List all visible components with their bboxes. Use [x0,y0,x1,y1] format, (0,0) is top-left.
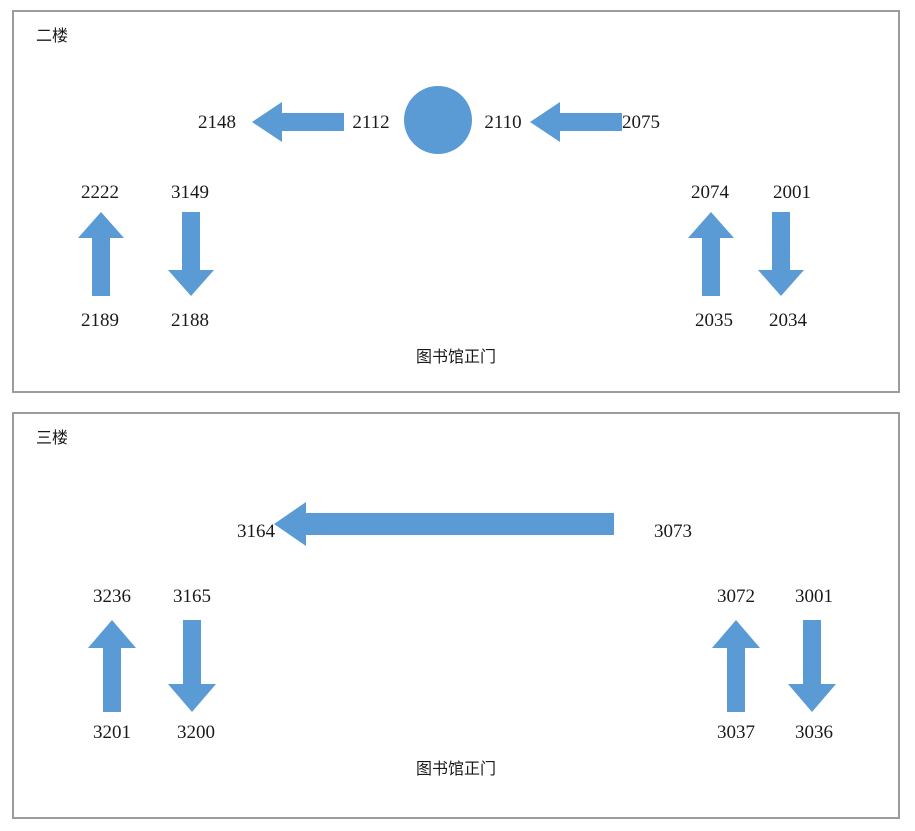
floor-title-third: 三楼 [36,428,69,447]
floor-panel-third: 三楼 3164 3073 3236 3201 3165 3200 [12,412,900,819]
down-arrow-3149-to-2188-icon [166,212,216,296]
room-label-3165: 3165 [173,586,211,607]
room-label-2148: 2148 [198,112,236,133]
entrance-label-third: 图书馆正门 [415,759,496,778]
room-label-3149: 3149 [171,182,209,203]
room-label-2112: 2112 [352,112,390,133]
down-arrow-3165-to-3200-icon [166,620,218,712]
room-label-3236: 3236 [93,586,131,607]
floor-title-second: 二楼 [36,26,69,45]
room-label-2074: 2074 [691,182,729,203]
up-arrow-3201-to-3236-icon [86,620,138,712]
room-label-3036: 3036 [795,722,833,743]
room-label-2035: 2035 [695,310,733,331]
room-label-2110: 2110 [484,112,522,133]
left-arrow-2112-to-2148-icon [252,100,344,144]
floor-panel-second: 二楼 2148 2112 2110 2075 [12,10,900,393]
room-label-2222: 2222 [81,182,119,203]
up-arrow-2035-to-2074-icon [686,212,736,296]
left-arrow-3073-to-3164-icon [274,500,614,548]
room-label-2075: 2075 [622,112,660,133]
up-arrow-3037-to-3072-icon [710,620,762,712]
hub-circle-icon [404,86,472,154]
room-label-3073: 3073 [654,521,692,542]
room-label-3037: 3037 [717,722,755,743]
room-label-2034: 2034 [769,310,807,331]
room-label-3001: 3001 [795,586,833,607]
up-arrow-2189-to-2222-icon [76,212,126,296]
room-label-2188: 2188 [171,310,209,331]
down-arrow-2001-to-2034-icon [756,212,806,296]
room-label-3200: 3200 [177,722,215,743]
room-label-3072: 3072 [717,586,755,607]
left-arrow-2075-to-2110-icon [530,100,622,144]
down-arrow-3001-to-3036-icon [786,620,838,712]
entrance-label-second: 图书馆正门 [415,347,496,366]
room-label-2001: 2001 [773,182,811,203]
room-label-3201: 3201 [93,722,131,743]
room-label-2189: 2189 [81,310,119,331]
room-label-3164: 3164 [237,521,275,542]
